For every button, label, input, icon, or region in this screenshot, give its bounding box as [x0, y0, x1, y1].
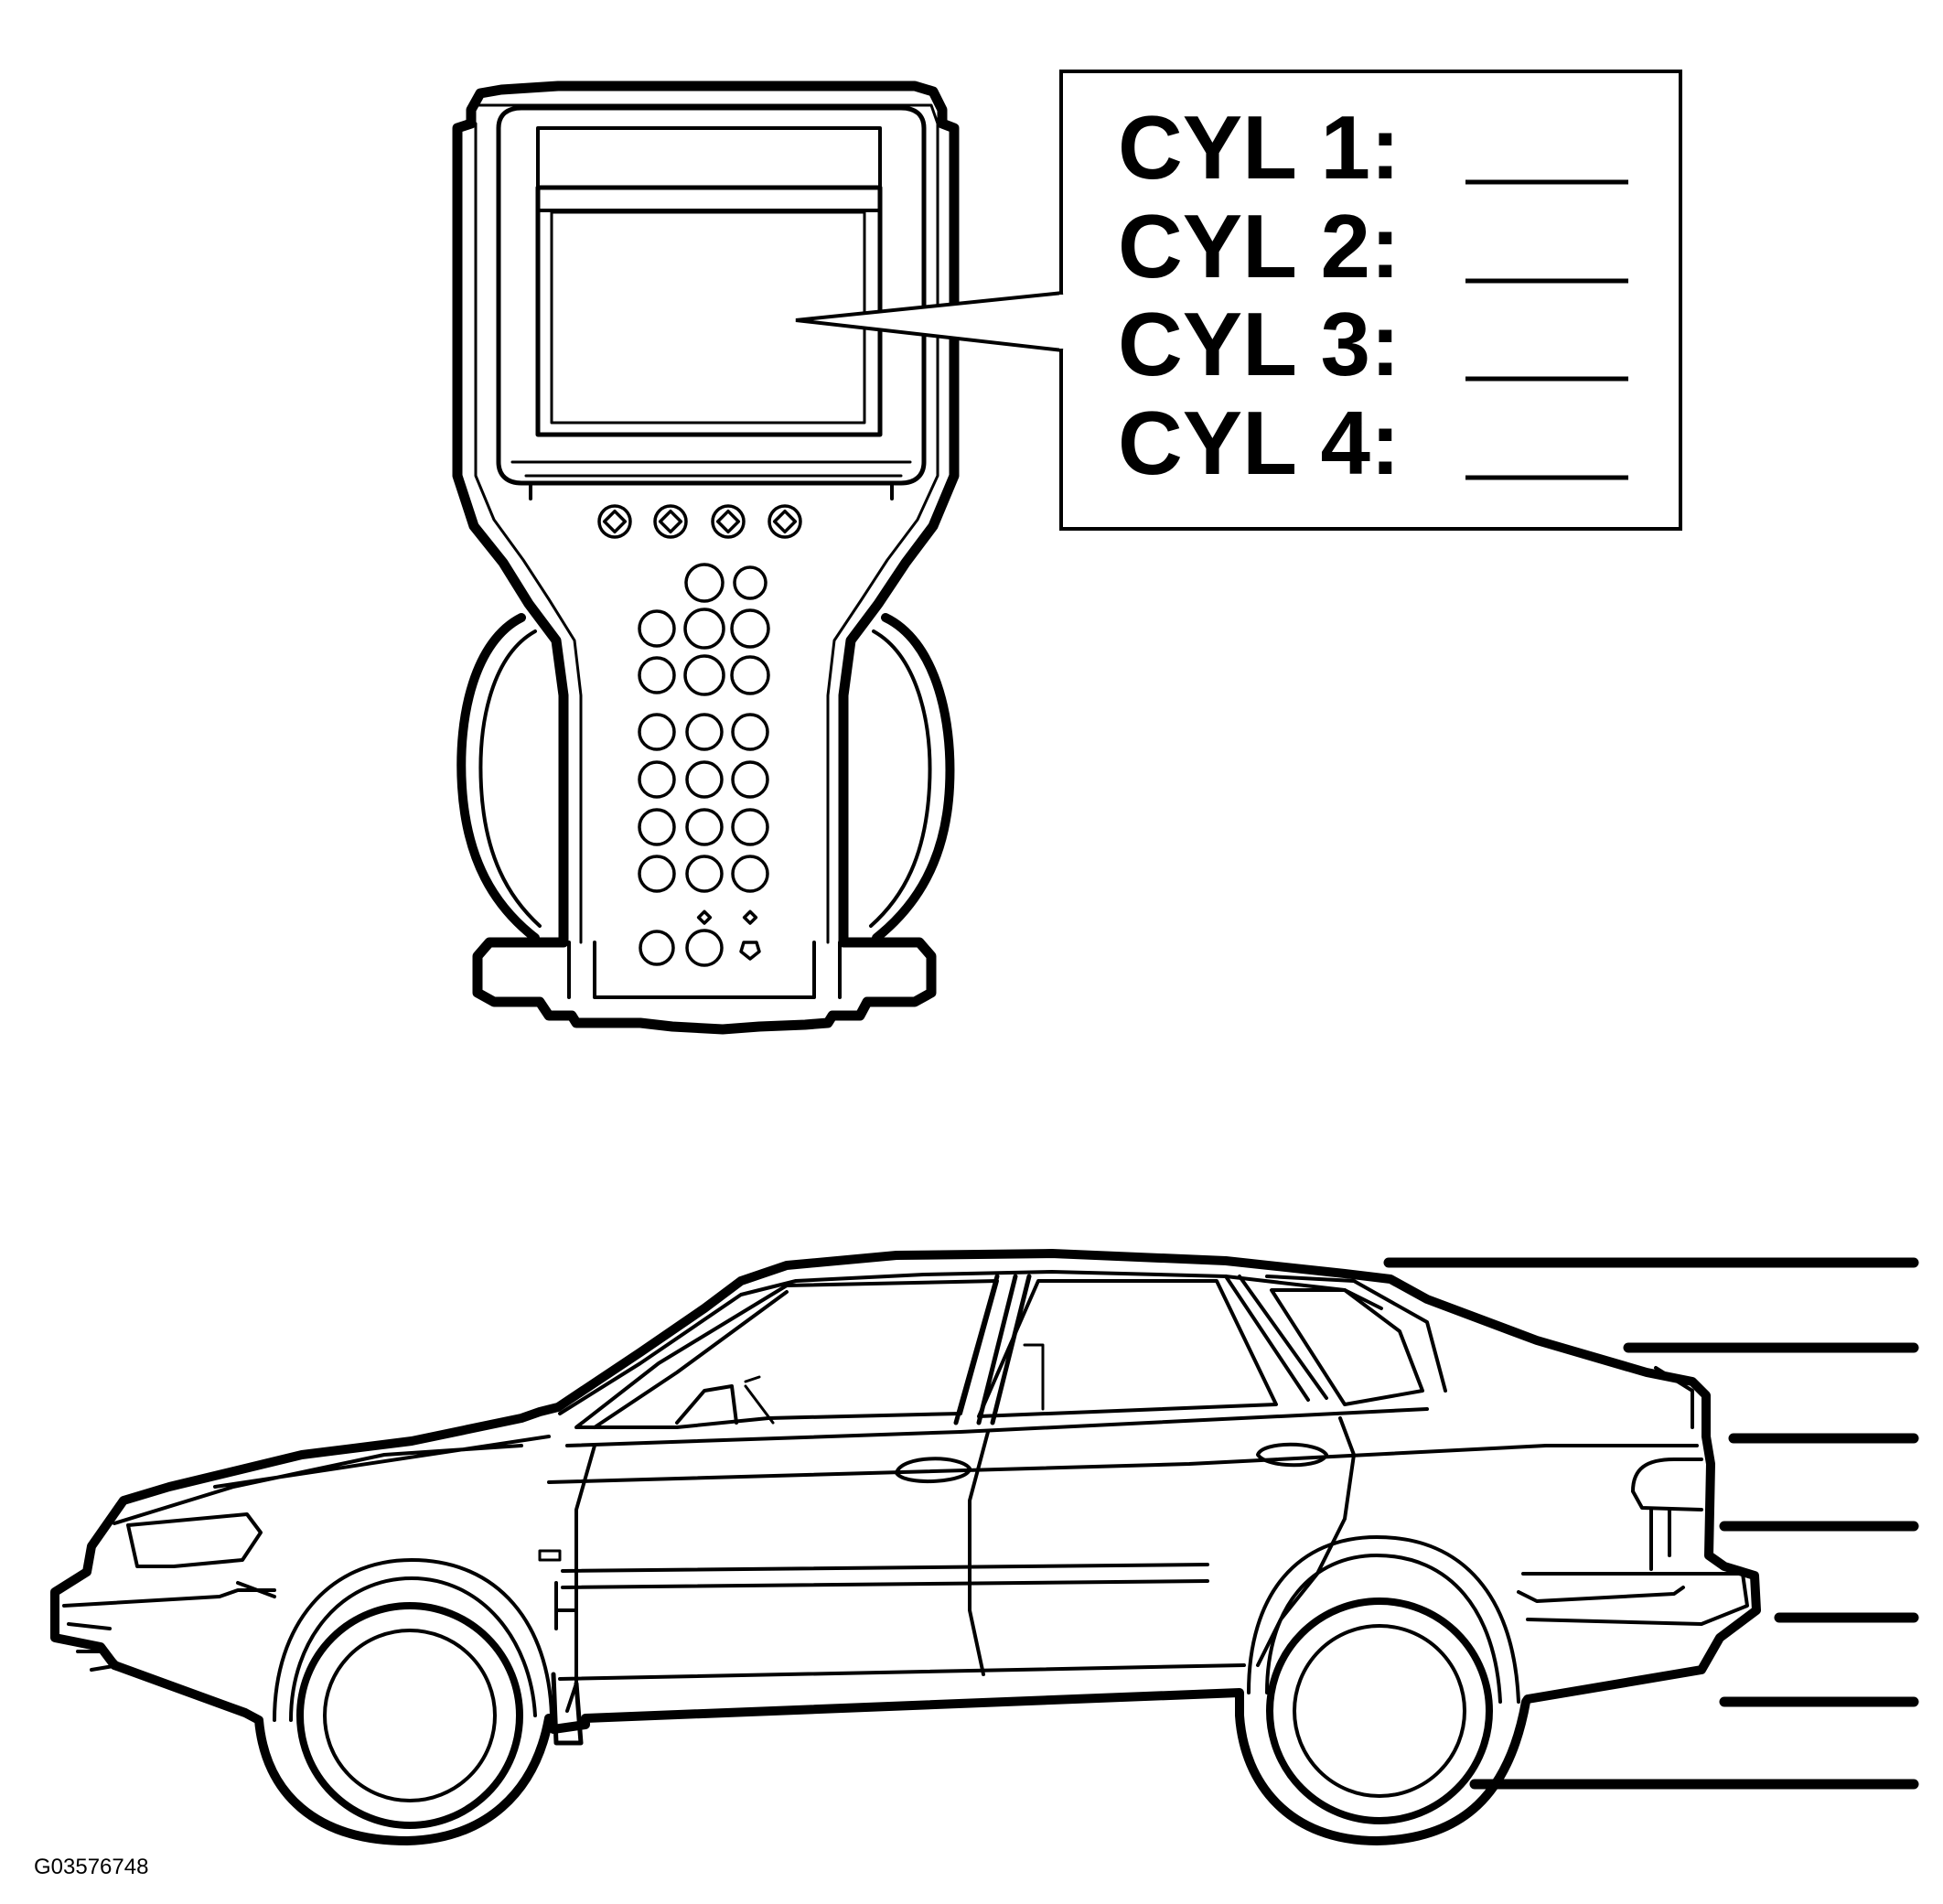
left-grip	[456, 613, 540, 942]
rear-door-handle	[1256, 1442, 1328, 1468]
rear-window	[977, 1279, 1278, 1418]
rear-wheel	[1266, 1597, 1493, 1824]
front-door-handle	[895, 1457, 972, 1483]
car-body-outline	[50, 1249, 1761, 1845]
scan-tool-icon	[452, 81, 960, 1035]
cyl-3-label: CYL 3:	[1118, 294, 1401, 394]
callout-box	[1059, 70, 1682, 531]
front-door	[565, 1430, 990, 1713]
headlight	[126, 1512, 263, 1568]
screen	[535, 185, 883, 437]
right-grip	[872, 613, 955, 942]
keypad	[638, 563, 770, 967]
figure-code: G03576748	[34, 1855, 148, 1879]
callout-pointer	[795, 291, 1064, 352]
b-pillar	[953, 1274, 1032, 1425]
callout: CYL 1: CYL 2: CYL 3: CYL 4:	[795, 70, 1682, 531]
quarter-window	[1270, 1288, 1424, 1406]
hood	[113, 1435, 551, 1525]
cyl-2-label: CYL 2:	[1118, 196, 1401, 296]
cyl-4-label: CYL 4:	[1118, 393, 1401, 493]
rear-wheel-arch	[1247, 1535, 1520, 1704]
screen-housing	[496, 105, 927, 486]
motion-lines-icon	[1383, 1257, 1919, 1790]
front-wheel	[296, 1602, 523, 1829]
function-buttons	[597, 504, 802, 539]
cyl-1-label: CYL 1:	[1118, 97, 1401, 198]
rear-bumper	[1521, 1572, 1749, 1626]
scan-tool-body-outline	[452, 81, 960, 1035]
tail-light	[1631, 1458, 1703, 1511]
car-side-view-icon	[50, 1249, 1761, 1845]
scan-tool-inner-outline	[474, 103, 939, 944]
front-wheel-arch	[273, 1558, 553, 1722]
side-molding	[561, 1563, 1209, 1589]
